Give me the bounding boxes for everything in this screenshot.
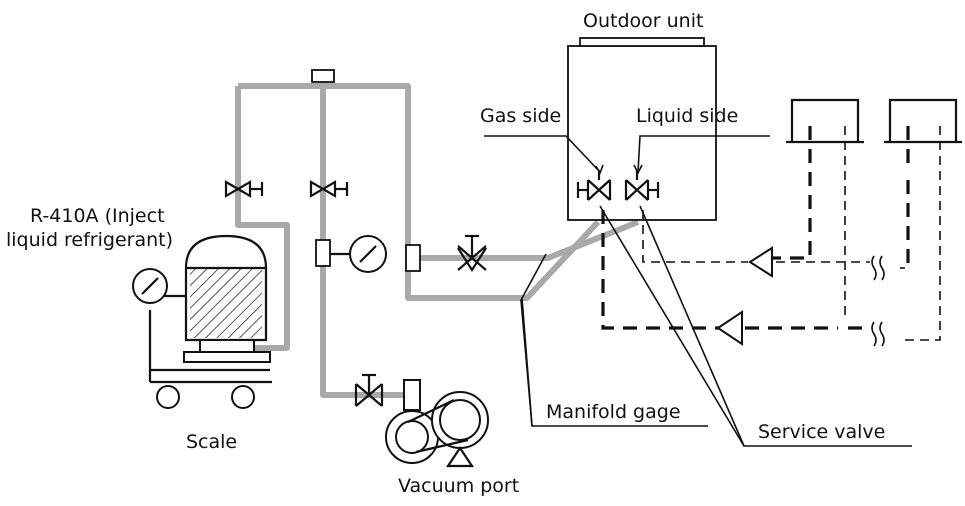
pipe-break-icon: [871, 255, 885, 347]
outdoor-unit-label: Outdoor unit: [583, 10, 704, 32]
valve-icon: [224, 180, 264, 198]
refrigerant-pipes: [235, 73, 640, 410]
connection-piping: [601, 126, 941, 341]
service-valve-liquid: [624, 170, 660, 201]
gauge-icon: [132, 268, 168, 304]
gas-side-label: Gas side: [480, 105, 562, 127]
vacuum-pump-icon: [385, 379, 489, 468]
gauge-icon: [330, 235, 387, 273]
refrigerant-label-line2: liquid refrigerant): [6, 229, 174, 251]
valve-icon: [309, 180, 349, 198]
service-valve-gas: [576, 170, 612, 201]
refrigerant-label-line1: R-410A (Inject: [30, 205, 165, 227]
service-valve-label: Service valve: [758, 421, 886, 443]
scale-cart-icon: [148, 294, 272, 409]
indoor-unit: [786, 98, 864, 144]
outdoor-unit: [567, 37, 717, 221]
valve-icon: [354, 373, 384, 407]
service-valve-leader: [599, 205, 912, 447]
valve-icon: [457, 234, 487, 273]
liquid-side-label: Liquid side: [636, 105, 739, 127]
vacuum-port-label: Vacuum port: [398, 475, 520, 497]
refrigerant-cylinder-icon: [184, 234, 268, 342]
scale-label: Scale: [186, 431, 238, 453]
indoor-unit: [884, 98, 962, 144]
manifold-gage-label: Manifold gage: [546, 401, 681, 423]
arrow-icon: [716, 246, 773, 346]
manifold-gage-leader: [520, 253, 708, 427]
side-leaders: [484, 135, 770, 175]
